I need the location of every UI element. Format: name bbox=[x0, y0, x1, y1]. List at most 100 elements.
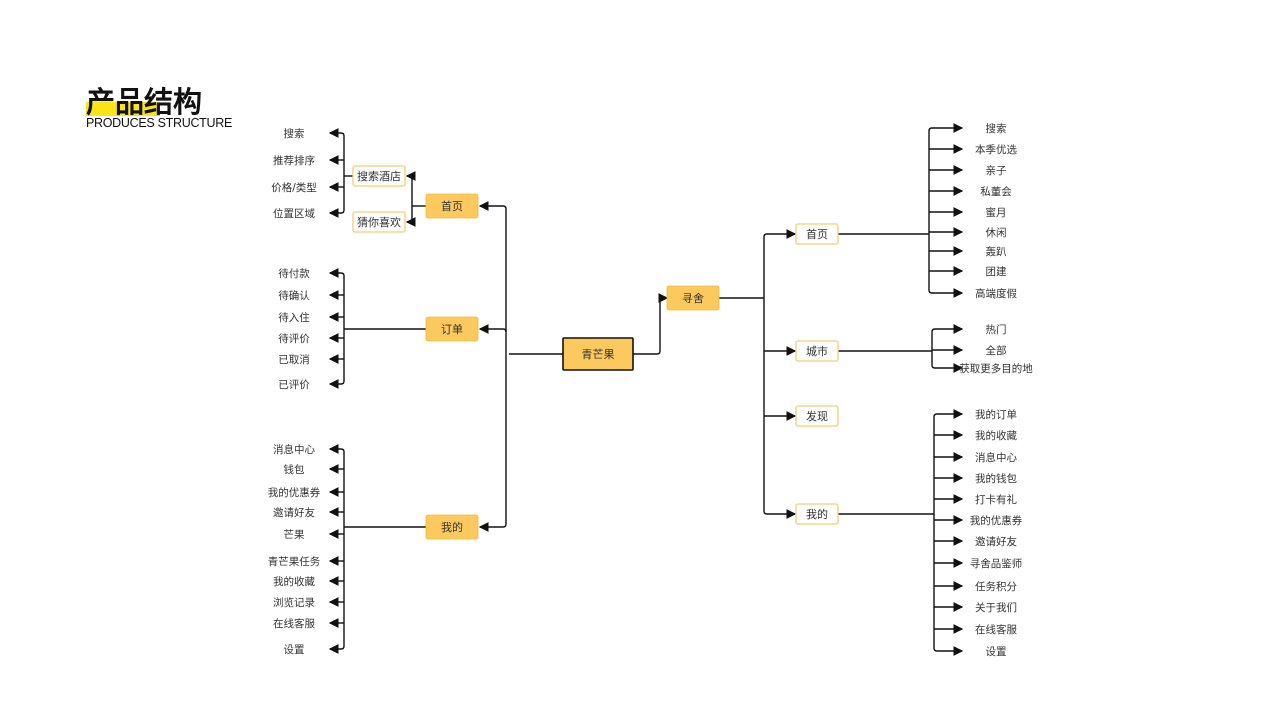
left-home-sub-0-label: 搜索酒店 bbox=[357, 169, 401, 183]
left-mine-item[interactable]: 浏览记录 bbox=[273, 596, 315, 609]
left-orders-node-label: 订单 bbox=[441, 323, 463, 336]
left-home-sub-1[interactable]: 猜你喜欢 bbox=[352, 211, 406, 233]
line-home-sub-1 bbox=[405, 217, 416, 227]
line-mine-item-0 bbox=[328, 444, 345, 454]
right-branch-0-item[interactable]: 亲子 bbox=[986, 164, 1007, 177]
left-mine-item[interactable]: 我的收藏 bbox=[273, 575, 315, 588]
line-right-item-0-0 bbox=[928, 123, 964, 133]
left-mine-item[interactable]: 邀请好友 bbox=[273, 506, 315, 519]
right-branch-node-2-box bbox=[795, 405, 839, 427]
right-xunshe-node-label: 寻舍 bbox=[682, 291, 704, 305]
line-home-sub-0 bbox=[405, 171, 416, 181]
left-orders-item[interactable]: 待付款 bbox=[278, 267, 310, 280]
left-mine-item[interactable]: 消息中心 bbox=[273, 443, 315, 456]
right-branch-3-item[interactable]: 我的订单 bbox=[975, 408, 1017, 421]
line-to-left-mine bbox=[478, 522, 507, 532]
right-branch-node-2[interactable]: 发现 bbox=[795, 405, 839, 427]
right-branch-node-1-label: 城市 bbox=[806, 344, 828, 358]
left-home-node-label: 首页 bbox=[441, 199, 463, 213]
line-mine-item-9 bbox=[328, 644, 345, 654]
line-right-branch-3 bbox=[763, 509, 797, 519]
left-mine-item[interactable]: 芒果 bbox=[284, 528, 305, 541]
right-branch-0-item[interactable]: 本季优选 bbox=[975, 143, 1017, 156]
right-branch-3-item[interactable]: 寻舍品鉴师 bbox=[970, 557, 1023, 570]
connector-lines bbox=[328, 123, 964, 656]
left-search-item[interactable]: 价格/类型 bbox=[271, 181, 317, 194]
right-branch-0-item[interactable]: 团建 bbox=[986, 265, 1007, 278]
left-mine-item[interactable]: 青芒果任务 bbox=[268, 555, 321, 568]
left-search-item[interactable]: 推荐排序 bbox=[273, 154, 315, 167]
page-title-block: 产品结构 PRODUCES STRUCTURE bbox=[86, 86, 232, 129]
right-branch-3-item[interactable]: 关于我们 bbox=[975, 601, 1017, 614]
right-branch-1-item[interactable]: 获取更多目的地 bbox=[959, 362, 1033, 375]
left-orders-node-box bbox=[425, 316, 479, 342]
left-orders-item[interactable]: 已取消 bbox=[278, 353, 310, 366]
right-branch-3-item[interactable]: 消息中心 bbox=[975, 451, 1017, 464]
right-branch-node-3-box bbox=[795, 503, 839, 525]
root-node[interactable]: 青芒果 bbox=[562, 337, 634, 371]
right-branch-node-1[interactable]: 城市 bbox=[795, 340, 839, 362]
right-branch-3-item[interactable]: 邀请好友 bbox=[975, 535, 1017, 548]
left-orders-item[interactable]: 待确认 bbox=[278, 289, 310, 302]
right-branch-node-3[interactable]: 我的 bbox=[795, 503, 839, 525]
right-xunshe-node-box bbox=[666, 285, 720, 311]
line-to-left-home bbox=[478, 201, 507, 211]
page-title: 产品结构 bbox=[86, 85, 203, 119]
right-branch-0-item[interactable]: 蜜月 bbox=[986, 206, 1007, 219]
right-branch-3-item[interactable]: 设置 bbox=[986, 646, 1007, 658]
right-branch-1-item[interactable]: 全部 bbox=[986, 344, 1007, 357]
right-branch-node-1-box bbox=[795, 340, 839, 362]
left-home-sub-0[interactable]: 搜索酒店 bbox=[352, 165, 406, 187]
right-branch-3-item[interactable]: 我的收藏 bbox=[975, 429, 1017, 442]
right-branch-3-item[interactable]: 在线客服 bbox=[975, 623, 1017, 636]
right-branch-3-item[interactable]: 我的优惠券 bbox=[970, 514, 1023, 527]
line-search-item-3 bbox=[328, 208, 345, 218]
right-branch-node-3-label: 我的 bbox=[806, 507, 828, 521]
root-node-box bbox=[562, 337, 634, 371]
line-right-item-3-11 bbox=[933, 646, 964, 656]
line-to-left-orders bbox=[478, 324, 507, 334]
right-branch-node-0-box bbox=[795, 223, 839, 245]
left-mine-node[interactable]: 我的 bbox=[425, 514, 479, 540]
right-branch-1-item[interactable]: 热门 bbox=[986, 323, 1007, 336]
right-branch-0-item[interactable]: 休闲 bbox=[986, 226, 1007, 239]
page-subtitle: PRODUCES STRUCTURE bbox=[86, 116, 232, 130]
left-mine-item[interactable]: 我的优惠券 bbox=[268, 486, 321, 499]
left-mine-item[interactable]: 设置 bbox=[284, 644, 305, 656]
right-branch-node-2-label: 发现 bbox=[806, 409, 828, 423]
line-root-right bbox=[633, 293, 669, 355]
right-branch-3-item[interactable]: 任务积分 bbox=[975, 580, 1017, 593]
line-right-item-0-8 bbox=[928, 288, 964, 298]
left-home-node[interactable]: 首页 bbox=[425, 193, 479, 219]
right-branch-0-item[interactable]: 高端度假 bbox=[975, 287, 1017, 300]
right-branch-node-0-label: 首页 bbox=[806, 227, 828, 241]
right-branch-3-item[interactable]: 我的钱包 bbox=[975, 472, 1017, 485]
title-highlight-bar bbox=[86, 102, 160, 116]
left-orders-item[interactable]: 已评价 bbox=[278, 379, 310, 391]
line-search-item-0 bbox=[328, 128, 345, 138]
right-branch-node-0[interactable]: 首页 bbox=[795, 223, 839, 245]
right-branch-3-item[interactable]: 打卡有礼 bbox=[975, 493, 1017, 506]
left-mine-node-label: 我的 bbox=[441, 520, 463, 534]
line-right-item-1-0 bbox=[931, 324, 964, 334]
left-orders-item[interactable]: 待评价 bbox=[278, 332, 310, 345]
left-search-item[interactable]: 搜索 bbox=[284, 127, 305, 140]
root-node-label: 青芒果 bbox=[582, 348, 615, 361]
left-mine-item[interactable]: 在线客服 bbox=[273, 617, 315, 630]
right-branch-0-item[interactable]: 私董会 bbox=[980, 185, 1012, 198]
line-right-item-1-2 bbox=[931, 363, 964, 373]
line-right-item-3-0 bbox=[933, 409, 964, 419]
left-home-sub-1-label: 猜你喜欢 bbox=[357, 215, 401, 229]
left-home-node-box bbox=[425, 193, 479, 219]
right-branch-0-item[interactable]: 轰趴 bbox=[986, 245, 1007, 258]
left-search-item[interactable]: 位置区域 bbox=[273, 207, 315, 220]
left-orders-item[interactable]: 待入住 bbox=[278, 311, 310, 324]
left-orders-node[interactable]: 订单 bbox=[425, 316, 479, 342]
left-mine-item[interactable]: 钱包 bbox=[284, 463, 305, 476]
line-orders-item-0 bbox=[328, 268, 345, 278]
right-branch-0-item[interactable]: 搜索 bbox=[986, 122, 1007, 135]
left-mine-node-box bbox=[425, 514, 479, 540]
right-xunshe-node[interactable]: 寻舍 bbox=[666, 285, 720, 311]
